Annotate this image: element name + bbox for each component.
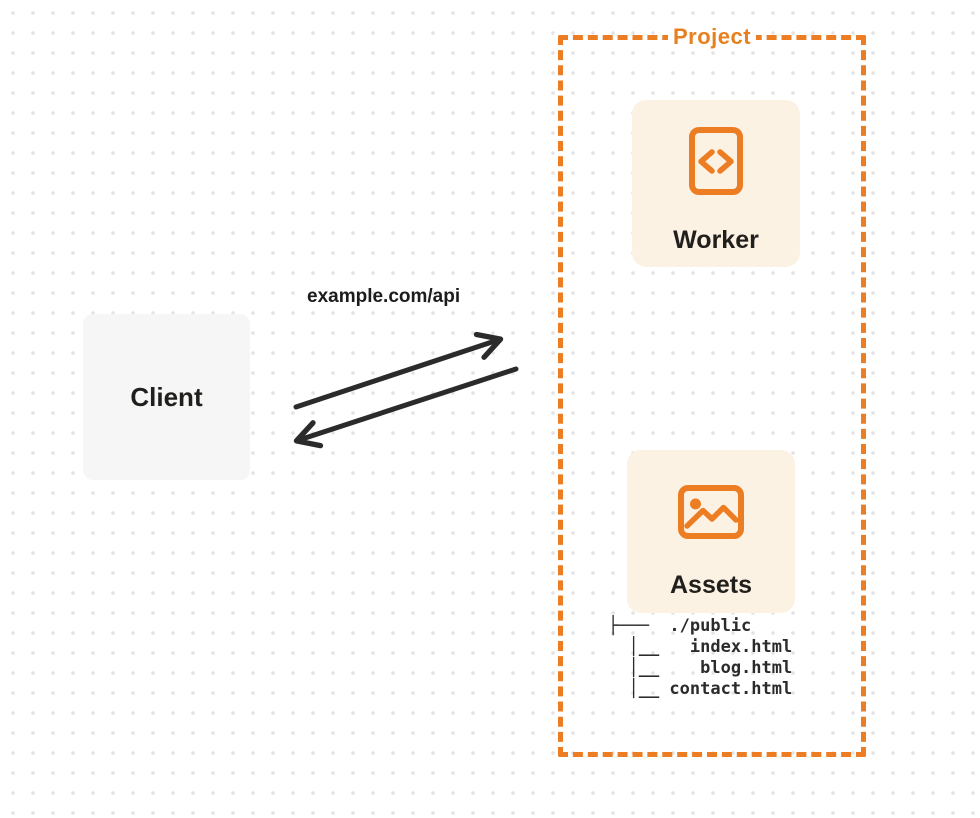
- response-arrow: [293, 366, 519, 449]
- client-node: Client: [83, 314, 250, 480]
- assets-file-tree: ├─── ./public │__ index.html │__ blog.ht…: [608, 616, 793, 699]
- client-label: Client: [130, 382, 203, 412]
- project-label: Project: [667, 24, 757, 50]
- assets-label: Assets: [670, 571, 752, 599]
- request-arrow: [293, 331, 504, 410]
- code-brackets-file-icon: [689, 127, 743, 200]
- assets-node: Assets: [627, 450, 795, 613]
- project-boundary: Project: [558, 24, 866, 757]
- image-icon: [678, 485, 744, 544]
- worker-node: Worker: [632, 100, 800, 267]
- worker-label: Worker: [673, 226, 759, 254]
- request-url-label: example.com/api: [307, 286, 461, 307]
